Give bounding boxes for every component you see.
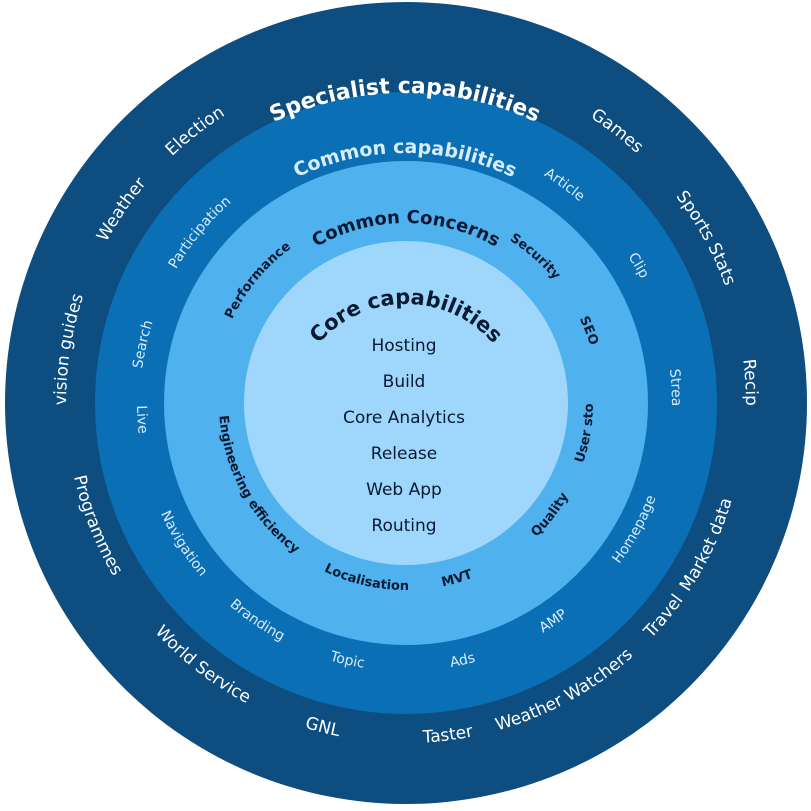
core-circle xyxy=(244,241,568,565)
common-item: Ads xyxy=(449,650,477,671)
core-item: Routing xyxy=(371,516,436,536)
svg-text:Ads: Ads xyxy=(449,650,477,671)
core-item: Core Analytics xyxy=(343,408,465,428)
core-item: Release xyxy=(371,444,437,464)
core-item: Hosting xyxy=(372,336,437,356)
common-item: Live xyxy=(133,405,151,434)
svg-text:Live: Live xyxy=(133,405,151,434)
core-item: Web App xyxy=(366,480,442,500)
core-item: Build xyxy=(383,372,426,392)
